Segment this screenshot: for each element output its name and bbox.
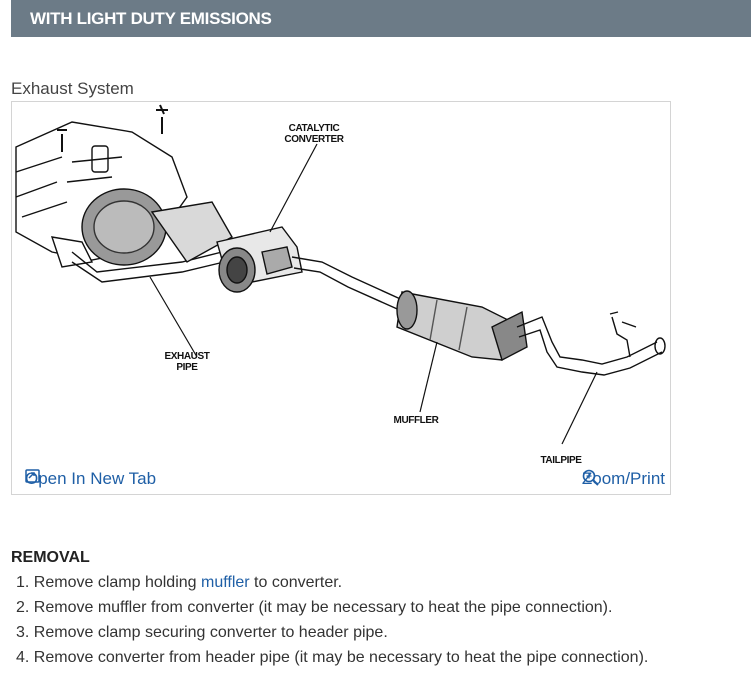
label-catalytic-line2: CONVERTER	[284, 134, 344, 145]
removal-title: REMOVAL	[11, 549, 90, 566]
exhaust-pipe	[71, 201, 233, 283]
zoom-print-label: Zoom/Print	[581, 469, 665, 488]
engine-block	[15, 104, 188, 268]
zoom-print-link[interactable]: Zoom/Print	[582, 469, 665, 489]
leader-lines	[149, 143, 598, 445]
catalytic-converter	[216, 226, 303, 293]
open-in-new-tab-label: Open In New Tab	[25, 469, 157, 488]
figure-title: Exhaust System	[11, 79, 134, 98]
figure-container: CATALYTIC CONVERTER EXHAUST PIPE MUFFLER…	[11, 101, 671, 495]
removal-step: 2. Remove muffler from converter (it may…	[16, 599, 613, 616]
section-header: WITH LIGHT DUTY EMISSIONS	[11, 0, 751, 37]
label-muffler: MUFFLER	[394, 415, 440, 426]
tailpipe	[516, 311, 666, 376]
open-in-new-tab-link[interactable]: Open In New Tab	[25, 469, 156, 489]
section-header-title: WITH LIGHT DUTY EMISSIONS	[30, 9, 272, 28]
intermediate-pipe	[291, 256, 408, 313]
muffler	[396, 290, 528, 362]
removal-step: 4. Remove converter from header pipe (it…	[16, 649, 649, 666]
label-catalytic-line1: CATALYTIC	[289, 123, 340, 134]
label-tailpipe: TAILPIPE	[540, 455, 582, 466]
open-new-tab-icon	[25, 469, 40, 483]
exhaust-system-diagram: CATALYTIC CONVERTER EXHAUST PIPE MUFFLER…	[15, 104, 666, 466]
label-exhaust-line1: EXHAUST	[165, 351, 210, 362]
muffler-link[interactable]: muffler	[201, 574, 250, 591]
removal-step: 3. Remove clamp securing converter to he…	[16, 624, 388, 641]
removal-steps: 1. Remove clamp holding muffler to conve…	[16, 572, 648, 672]
zoom-icon	[582, 469, 599, 486]
removal-step: 1. Remove clamp holding muffler to conve…	[16, 574, 343, 591]
label-exhaust-line2: PIPE	[176, 362, 198, 373]
